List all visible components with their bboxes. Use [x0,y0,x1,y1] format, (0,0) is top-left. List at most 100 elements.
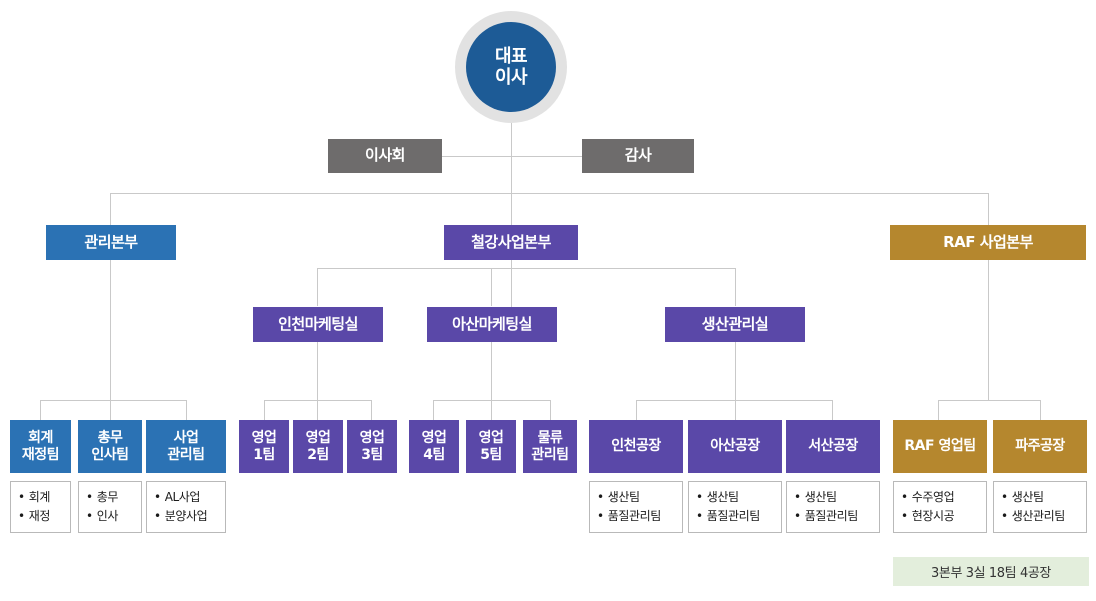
sublist-item: 생산관리팀 [1001,507,1086,526]
node-office-incheon-marketing-label: 인천마케팅실 [278,314,358,333]
node-division-management[interactable]: 관리본부 [46,225,176,260]
node-office-asan-marketing-label: 아산마케팅실 [452,314,532,333]
connector-management-vertical [110,260,111,400]
node-division-steel[interactable]: 철강사업본부 [444,225,578,260]
connector-sales-team-2 [317,400,318,420]
node-team-sales-1[interactable]: 영업 1팀 [239,420,289,473]
node-team-general-affairs-hr[interactable]: 총무 인사팀 [78,420,142,473]
node-team-business-management[interactable]: 사업 관리팀 [146,420,226,473]
connector-raf-paju [1040,400,1041,420]
node-factory-seosan[interactable]: 서산공장 [786,420,880,473]
node-factory-paju-label: 파주공장 [1015,438,1065,455]
node-division-management-label: 관리본부 [84,232,138,251]
sublist-item: 품질관리팀 [794,507,879,526]
node-factory-incheon-label: 인천공장 [611,438,661,455]
connector-divisions-horizontal [110,193,988,194]
node-team-logistics-management[interactable]: 물류 관리팀 [523,420,577,473]
summary-label: 3본부 3실 18팀 4공장 [931,566,1051,581]
node-board-of-directors-label: 이사회 [365,146,405,165]
connector-factory-seosan [832,400,833,420]
ceo-label-line1: 대표 [494,45,528,67]
connector-factory-incheon [636,400,637,420]
connector-ceo-vertical [511,123,512,193]
node-auditor-label: 감사 [624,146,652,165]
sublist-item: 분양사업 [154,507,225,526]
node-team-sales-5-line2: 5팀 [480,446,502,463]
connector-office-1-drop [317,268,318,306]
summary-badge: 3본부 3실 18팀 4공장 [893,557,1089,586]
sublist-accounting-finance: 회계 재정 [10,481,71,533]
node-team-sales-3[interactable]: 영업 3팀 [347,420,397,473]
sublist-factory-asan: 생산팀 품질관리팀 [688,481,782,533]
connector-sales-team-3 [371,400,372,420]
node-team-raf-sales[interactable]: RAF 영업팀 [893,420,987,473]
sublist-general-affairs-hr: 총무 인사 [78,481,142,533]
sublist-item: 생산팀 [696,488,781,507]
sublist-item: 품질관리팀 [696,507,781,526]
connector-management-horizontal [40,400,187,401]
connector-management-team-3 [186,400,187,420]
connector-division-2-drop [511,193,512,225]
connector-sales-team-5 [491,400,492,420]
node-team-sales-5[interactable]: 영업 5팀 [466,420,516,473]
node-factory-seosan-label: 서산공장 [808,438,858,455]
connector-raf-horizontal [938,400,1041,401]
node-board-of-directors[interactable]: 이사회 [328,139,442,173]
node-team-logistics-management-line2: 관리팀 [531,446,569,463]
node-team-sales-4-line1: 영업 [421,430,447,447]
connector-governance-horizontal [328,156,694,157]
node-team-sales-1-line2: 1팀 [253,446,275,463]
connector-offices-horizontal [317,268,735,269]
node-team-accounting-finance[interactable]: 회계 재정팀 [10,420,71,473]
connector-raf-vertical [988,260,989,400]
sublist-item: AL사업 [154,488,225,507]
sublist-item: 수주영업 [901,488,986,507]
connector-factories-horizontal [636,400,833,401]
sublist-raf-sales: 수주영업 현장시공 [893,481,987,533]
connector-production-office-vertical [735,342,736,400]
node-team-accounting-finance-line1: 회계 [28,430,53,447]
node-team-sales-2-line2: 2팀 [307,446,329,463]
node-team-sales-4[interactable]: 영업 4팀 [409,420,459,473]
node-office-production-management[interactable]: 생산관리실 [665,307,805,342]
sublist-factory-paju: 생산팀 생산관리팀 [993,481,1087,533]
node-team-business-management-line1: 사업 [173,430,199,447]
node-office-incheon-marketing[interactable]: 인천마케팅실 [253,307,383,342]
sublist-factory-incheon: 생산팀 품질관리팀 [589,481,683,533]
sublist-item: 생산팀 [597,488,682,507]
sublist-item: 생산팀 [794,488,879,507]
connector-sales-team-1 [264,400,265,420]
sublist-factory-seosan: 생산팀 품질관리팀 [786,481,880,533]
node-office-asan-marketing[interactable]: 아산마케팅실 [427,307,557,342]
node-team-logistics-management-line1: 물류 [537,430,563,447]
node-division-raf[interactable]: RAF 사업본부 [890,225,1086,260]
node-factory-incheon[interactable]: 인천공장 [589,420,683,473]
connector-steel-vertical [511,260,512,308]
node-team-sales-1-line1: 영업 [251,430,277,447]
node-team-raf-sales-label: RAF 영업팀 [904,438,976,455]
node-team-sales-2-line1: 영업 [305,430,331,447]
ceo-node[interactable]: 대표 이사 [466,22,556,112]
node-division-steel-label: 철강사업본부 [471,232,551,251]
connector-office-2-drop [491,268,492,306]
connector-logistics-team [550,400,551,420]
connector-management-team-1 [40,400,41,420]
sublist-item: 생산팀 [1001,488,1086,507]
node-auditor[interactable]: 감사 [582,139,694,173]
node-team-sales-3-line1: 영업 [359,430,385,447]
node-team-sales-4-line2: 4팀 [423,446,445,463]
node-factory-paju[interactable]: 파주공장 [993,420,1087,473]
connector-management-team-2 [110,400,111,420]
node-office-production-management-label: 생산관리실 [701,314,769,333]
node-team-sales-2[interactable]: 영업 2팀 [293,420,343,473]
sublist-item: 재정 [18,507,70,526]
connector-office-3-drop [735,268,736,306]
connector-factory-asan [735,400,736,420]
node-factory-asan[interactable]: 아산공장 [688,420,782,473]
node-factory-asan-label: 아산공장 [710,438,760,455]
sublist-item: 품질관리팀 [597,507,682,526]
node-team-general-affairs-hr-line1: 총무 [97,430,123,447]
connector-division-1-drop [110,193,111,225]
sublist-item: 인사 [86,507,141,526]
node-team-business-management-line2: 관리팀 [167,446,205,463]
